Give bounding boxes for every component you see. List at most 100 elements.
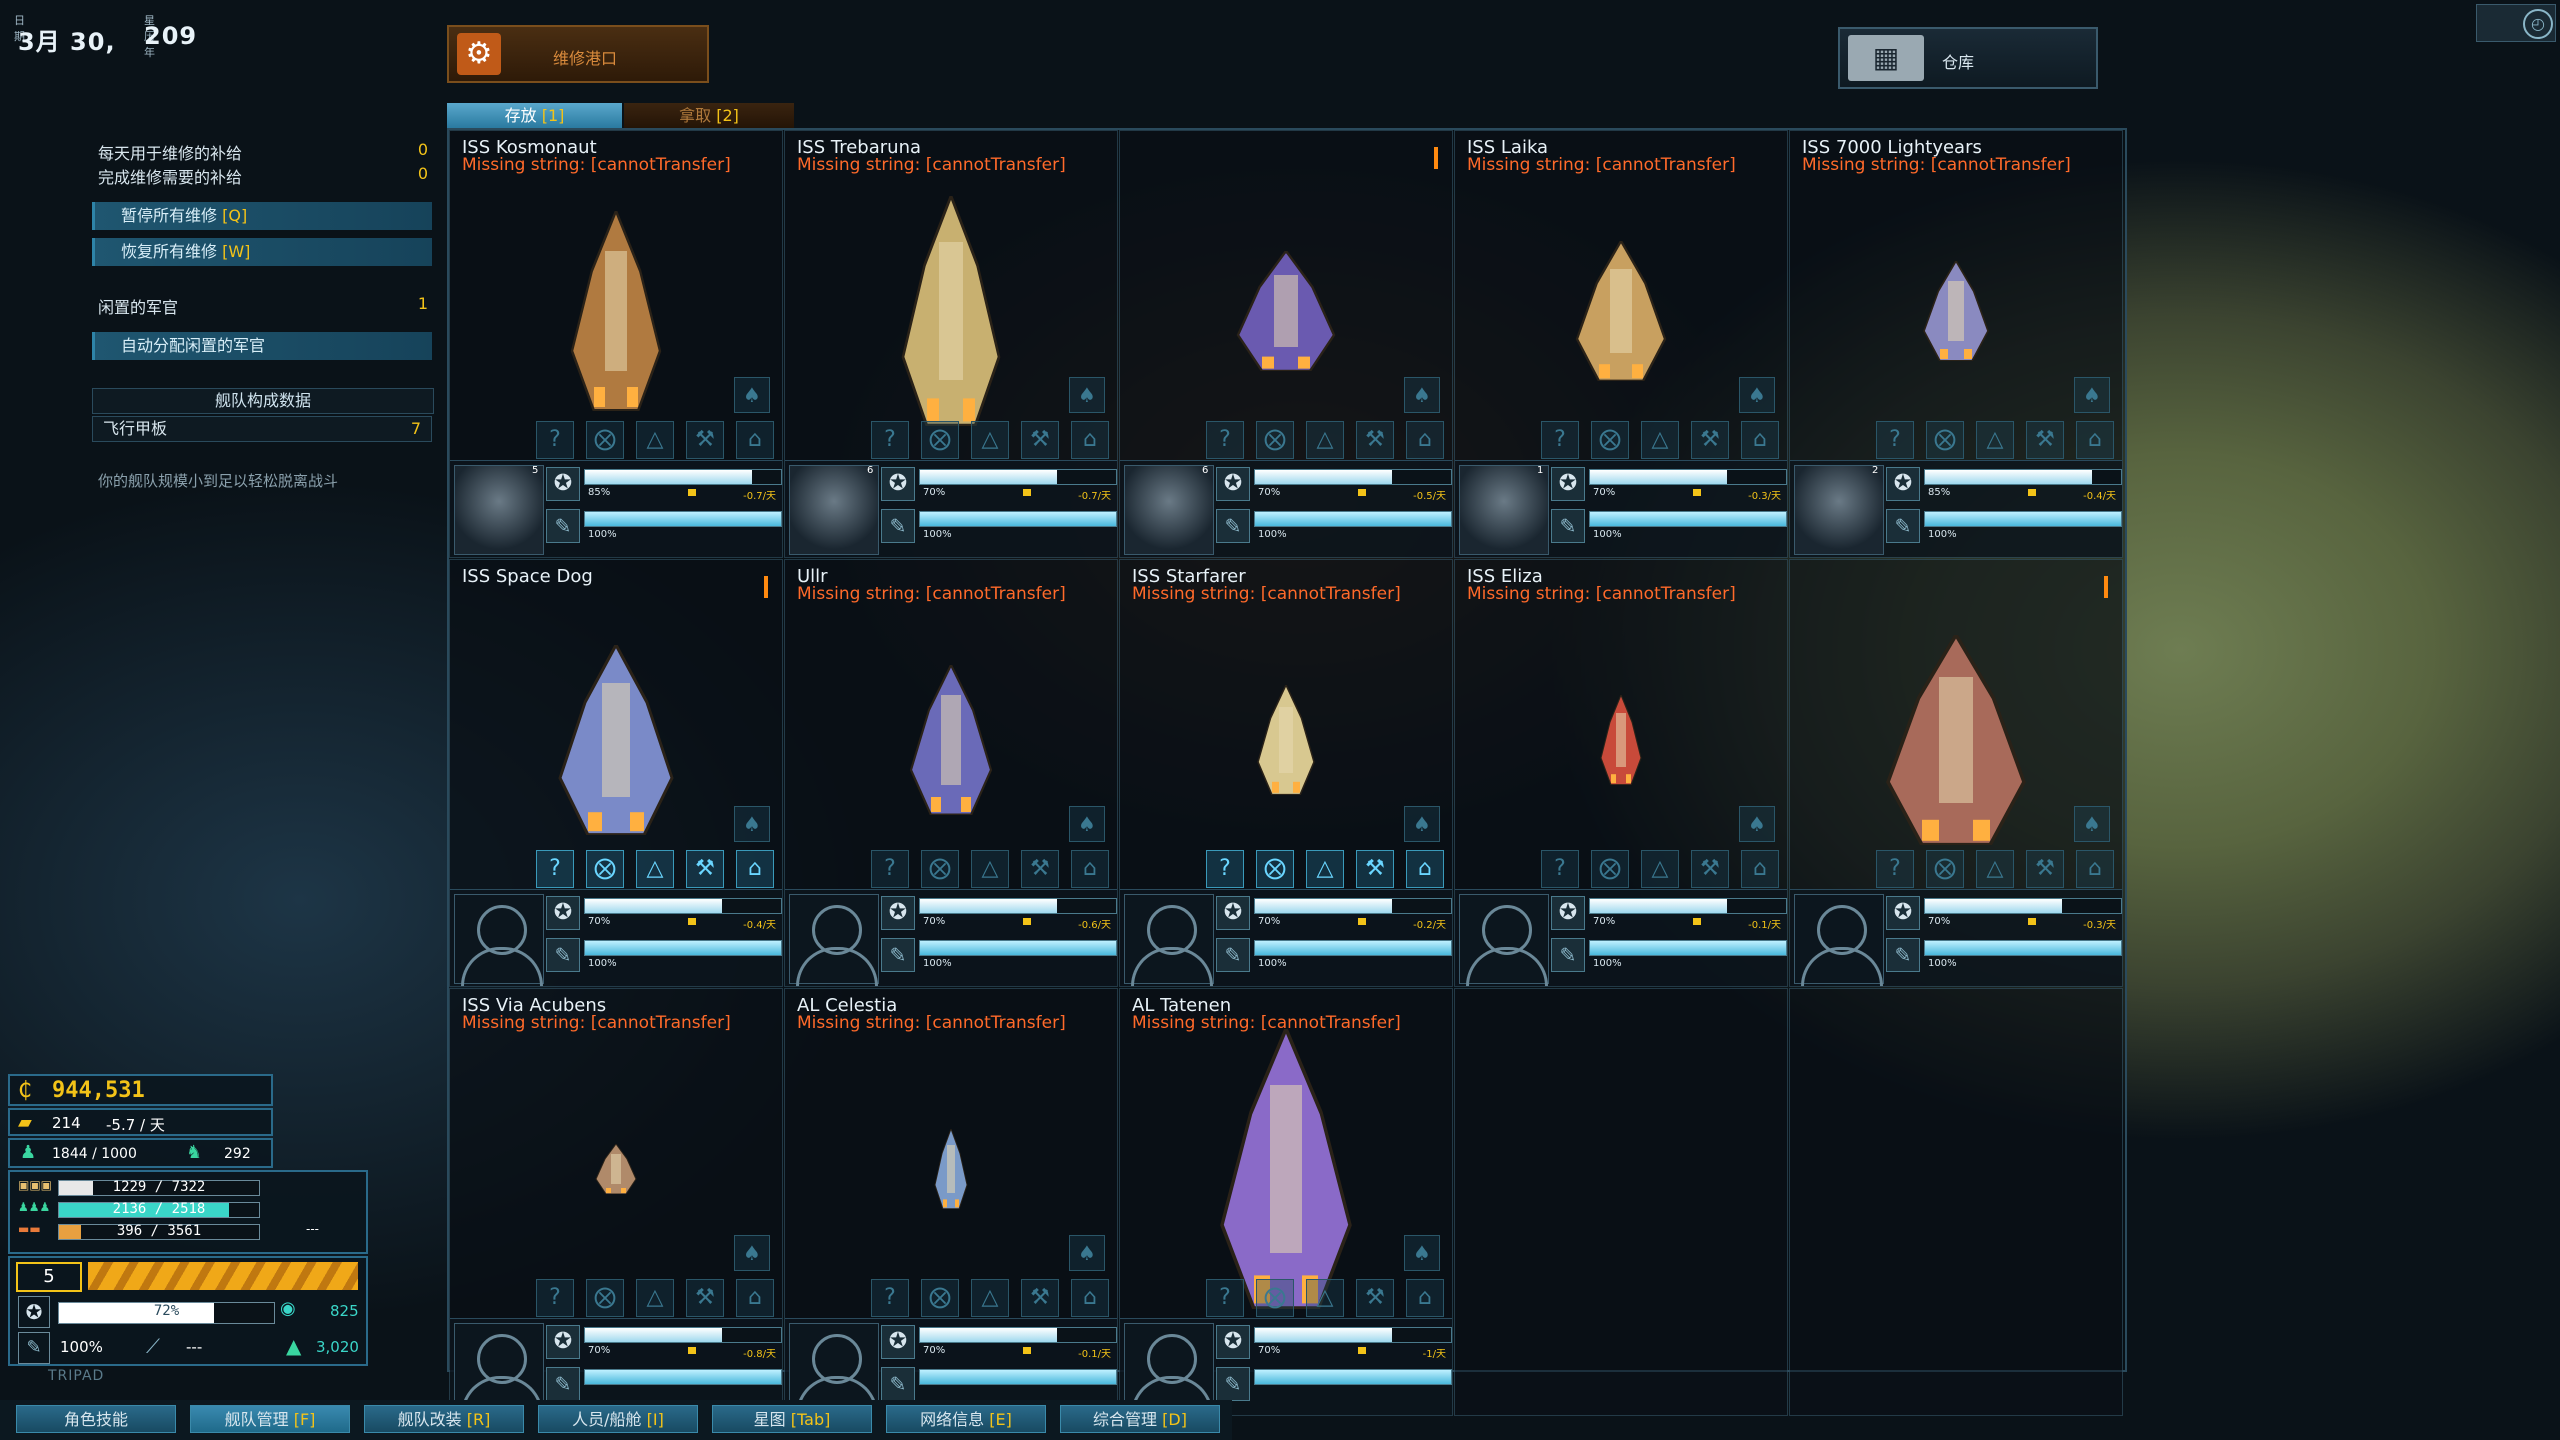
ship-card[interactable]: ♠ ? ⨂ △ ⚒ ⌂ ✪ 70% -0.3/天 ✎ 100% [1789,559,2123,987]
weapon-module-icon[interactable]: ⨂ [921,421,959,459]
unknown-module-icon[interactable]: ? [871,1279,909,1317]
engine-module-icon[interactable]: ⌂ [736,421,774,459]
tool-module-icon[interactable]: ⚒ [686,850,724,888]
engine-module-icon[interactable]: ⌂ [1741,421,1779,459]
unknown-module-icon[interactable]: ? [536,1279,574,1317]
weapon-module-icon[interactable]: ⨂ [586,1279,624,1317]
engine-module-icon[interactable]: ⌂ [1406,1279,1444,1317]
window-controls[interactable]: ◴ [2476,4,2556,42]
empty-officer-portrait-icon[interactable] [1794,894,1884,986]
bottom-nav-button-0[interactable]: 角色技能 [16,1405,176,1433]
weapon-module-icon[interactable]: ⨂ [1926,421,1964,459]
empty-officer-portrait-icon[interactable] [789,894,879,986]
ship-card[interactable]: ISS Space Dog ♠ ? ⨂ △ ⚒ ⌂ ✪ 70% -0.4/天 ✎… [449,559,783,987]
weapon-module-icon[interactable]: ⨂ [1256,1279,1294,1317]
ship-special-slot-icon[interactable]: ♠ [734,806,770,842]
tab-retrieve[interactable]: 拿取 [2] [624,103,794,128]
officer-portrait[interactable] [789,465,879,555]
ship-special-slot-icon[interactable]: ♠ [1069,377,1105,413]
tool-module-icon[interactable]: ⚒ [1356,421,1394,459]
weapon-module-icon[interactable]: ⨂ [1256,850,1294,888]
unknown-module-icon[interactable]: ? [1206,850,1244,888]
ship-special-slot-icon[interactable]: ♠ [1739,377,1775,413]
weapon-module-icon[interactable]: ⨂ [921,850,959,888]
tool-module-icon[interactable]: ⚒ [1021,850,1059,888]
auto-assign-officers-button[interactable]: 自动分配闲置的军官 [92,332,432,360]
engine-module-icon[interactable]: ⌂ [736,1279,774,1317]
engine-module-icon[interactable]: ⌂ [2076,850,2114,888]
weapon-module-icon[interactable]: ⨂ [1256,421,1294,459]
shield-module-icon[interactable]: △ [636,850,674,888]
empty-officer-portrait-icon[interactable] [1124,894,1214,986]
tool-module-icon[interactable]: ⚒ [2026,850,2064,888]
unknown-module-icon[interactable]: ? [1206,1279,1244,1317]
weapon-module-icon[interactable]: ⨂ [586,421,624,459]
ship-special-slot-icon[interactable]: ♠ [1404,377,1440,413]
shield-module-icon[interactable]: △ [636,421,674,459]
ship-sprite[interactable] [546,645,686,835]
ship-special-slot-icon[interactable]: ♠ [2074,377,2110,413]
tool-module-icon[interactable]: ⚒ [1356,850,1394,888]
shield-module-icon[interactable]: △ [1641,850,1679,888]
ship-sprite[interactable] [1206,1029,1366,1309]
engine-module-icon[interactable]: ⌂ [1741,850,1779,888]
engine-module-icon[interactable]: ⌂ [1071,1279,1109,1317]
engine-module-icon[interactable]: ⌂ [1071,850,1109,888]
ship-sprite[interactable] [1251,685,1321,795]
ship-sprite[interactable] [1566,241,1676,381]
unknown-module-icon[interactable]: ? [871,850,909,888]
ship-card[interactable]: ♠ ? ⨂ △ ⚒ ⌂ 6 ✪ 70% -0.5/天 ✎ 100% [1119,130,1453,558]
bottom-nav-button-5[interactable]: 网络信息 [E] [886,1405,1046,1433]
empty-officer-portrait-icon[interactable] [454,894,544,986]
weapon-module-icon[interactable]: ⨂ [921,1279,959,1317]
pause-all-repairs-button[interactable]: 暂停所有维修 [Q] [92,202,432,230]
engine-module-icon[interactable]: ⌂ [2076,421,2114,459]
shield-module-icon[interactable]: △ [971,421,1009,459]
ship-sprite[interactable] [931,1129,971,1209]
empty-officer-portrait-icon[interactable] [789,1323,879,1415]
engine-module-icon[interactable]: ⌂ [1406,421,1444,459]
shield-module-icon[interactable]: △ [1641,421,1679,459]
ship-special-slot-icon[interactable]: ♠ [734,377,770,413]
shield-module-icon[interactable]: △ [971,1279,1009,1317]
shield-module-icon[interactable]: △ [636,1279,674,1317]
storage-button[interactable]: ▦ 仓库 [1838,27,2098,89]
officer-portrait[interactable] [454,465,544,555]
ship-sprite[interactable] [561,211,671,411]
resume-all-repairs-button[interactable]: 恢复所有维修 [W] [92,238,432,266]
bottom-nav-button-1[interactable]: 舰队管理 [F] [190,1405,350,1433]
ship-sprite[interactable] [901,665,1001,815]
unknown-module-icon[interactable]: ? [1876,421,1914,459]
unknown-module-icon[interactable]: ? [536,850,574,888]
bottom-nav-button-6[interactable]: 综合管理 [D] [1060,1405,1220,1433]
shield-module-icon[interactable]: △ [1976,850,2014,888]
tool-module-icon[interactable]: ⚒ [686,1279,724,1317]
empty-officer-portrait-icon[interactable] [1459,894,1549,986]
weapon-module-icon[interactable]: ⨂ [1591,850,1629,888]
ship-special-slot-icon[interactable]: ♠ [1069,806,1105,842]
shield-module-icon[interactable]: △ [1306,1279,1344,1317]
engine-module-icon[interactable]: ⌂ [736,850,774,888]
officer-portrait[interactable] [1124,465,1214,555]
tab-store[interactable]: 存放 [1] [447,103,622,128]
tool-module-icon[interactable]: ⚒ [1021,421,1059,459]
weapon-module-icon[interactable]: ⨂ [1591,421,1629,459]
weapon-module-icon[interactable]: ⨂ [1926,850,1964,888]
ship-sprite[interactable] [1916,261,1996,361]
unknown-module-icon[interactable]: ? [536,421,574,459]
unknown-module-icon[interactable]: ? [871,421,909,459]
ship-special-slot-icon[interactable]: ♠ [1404,806,1440,842]
engine-module-icon[interactable]: ⌂ [1406,850,1444,888]
officer-portrait[interactable] [1459,465,1549,555]
tool-module-icon[interactable]: ⚒ [686,421,724,459]
ship-special-slot-icon[interactable]: ♠ [1404,1235,1440,1271]
unknown-module-icon[interactable]: ? [1541,850,1579,888]
